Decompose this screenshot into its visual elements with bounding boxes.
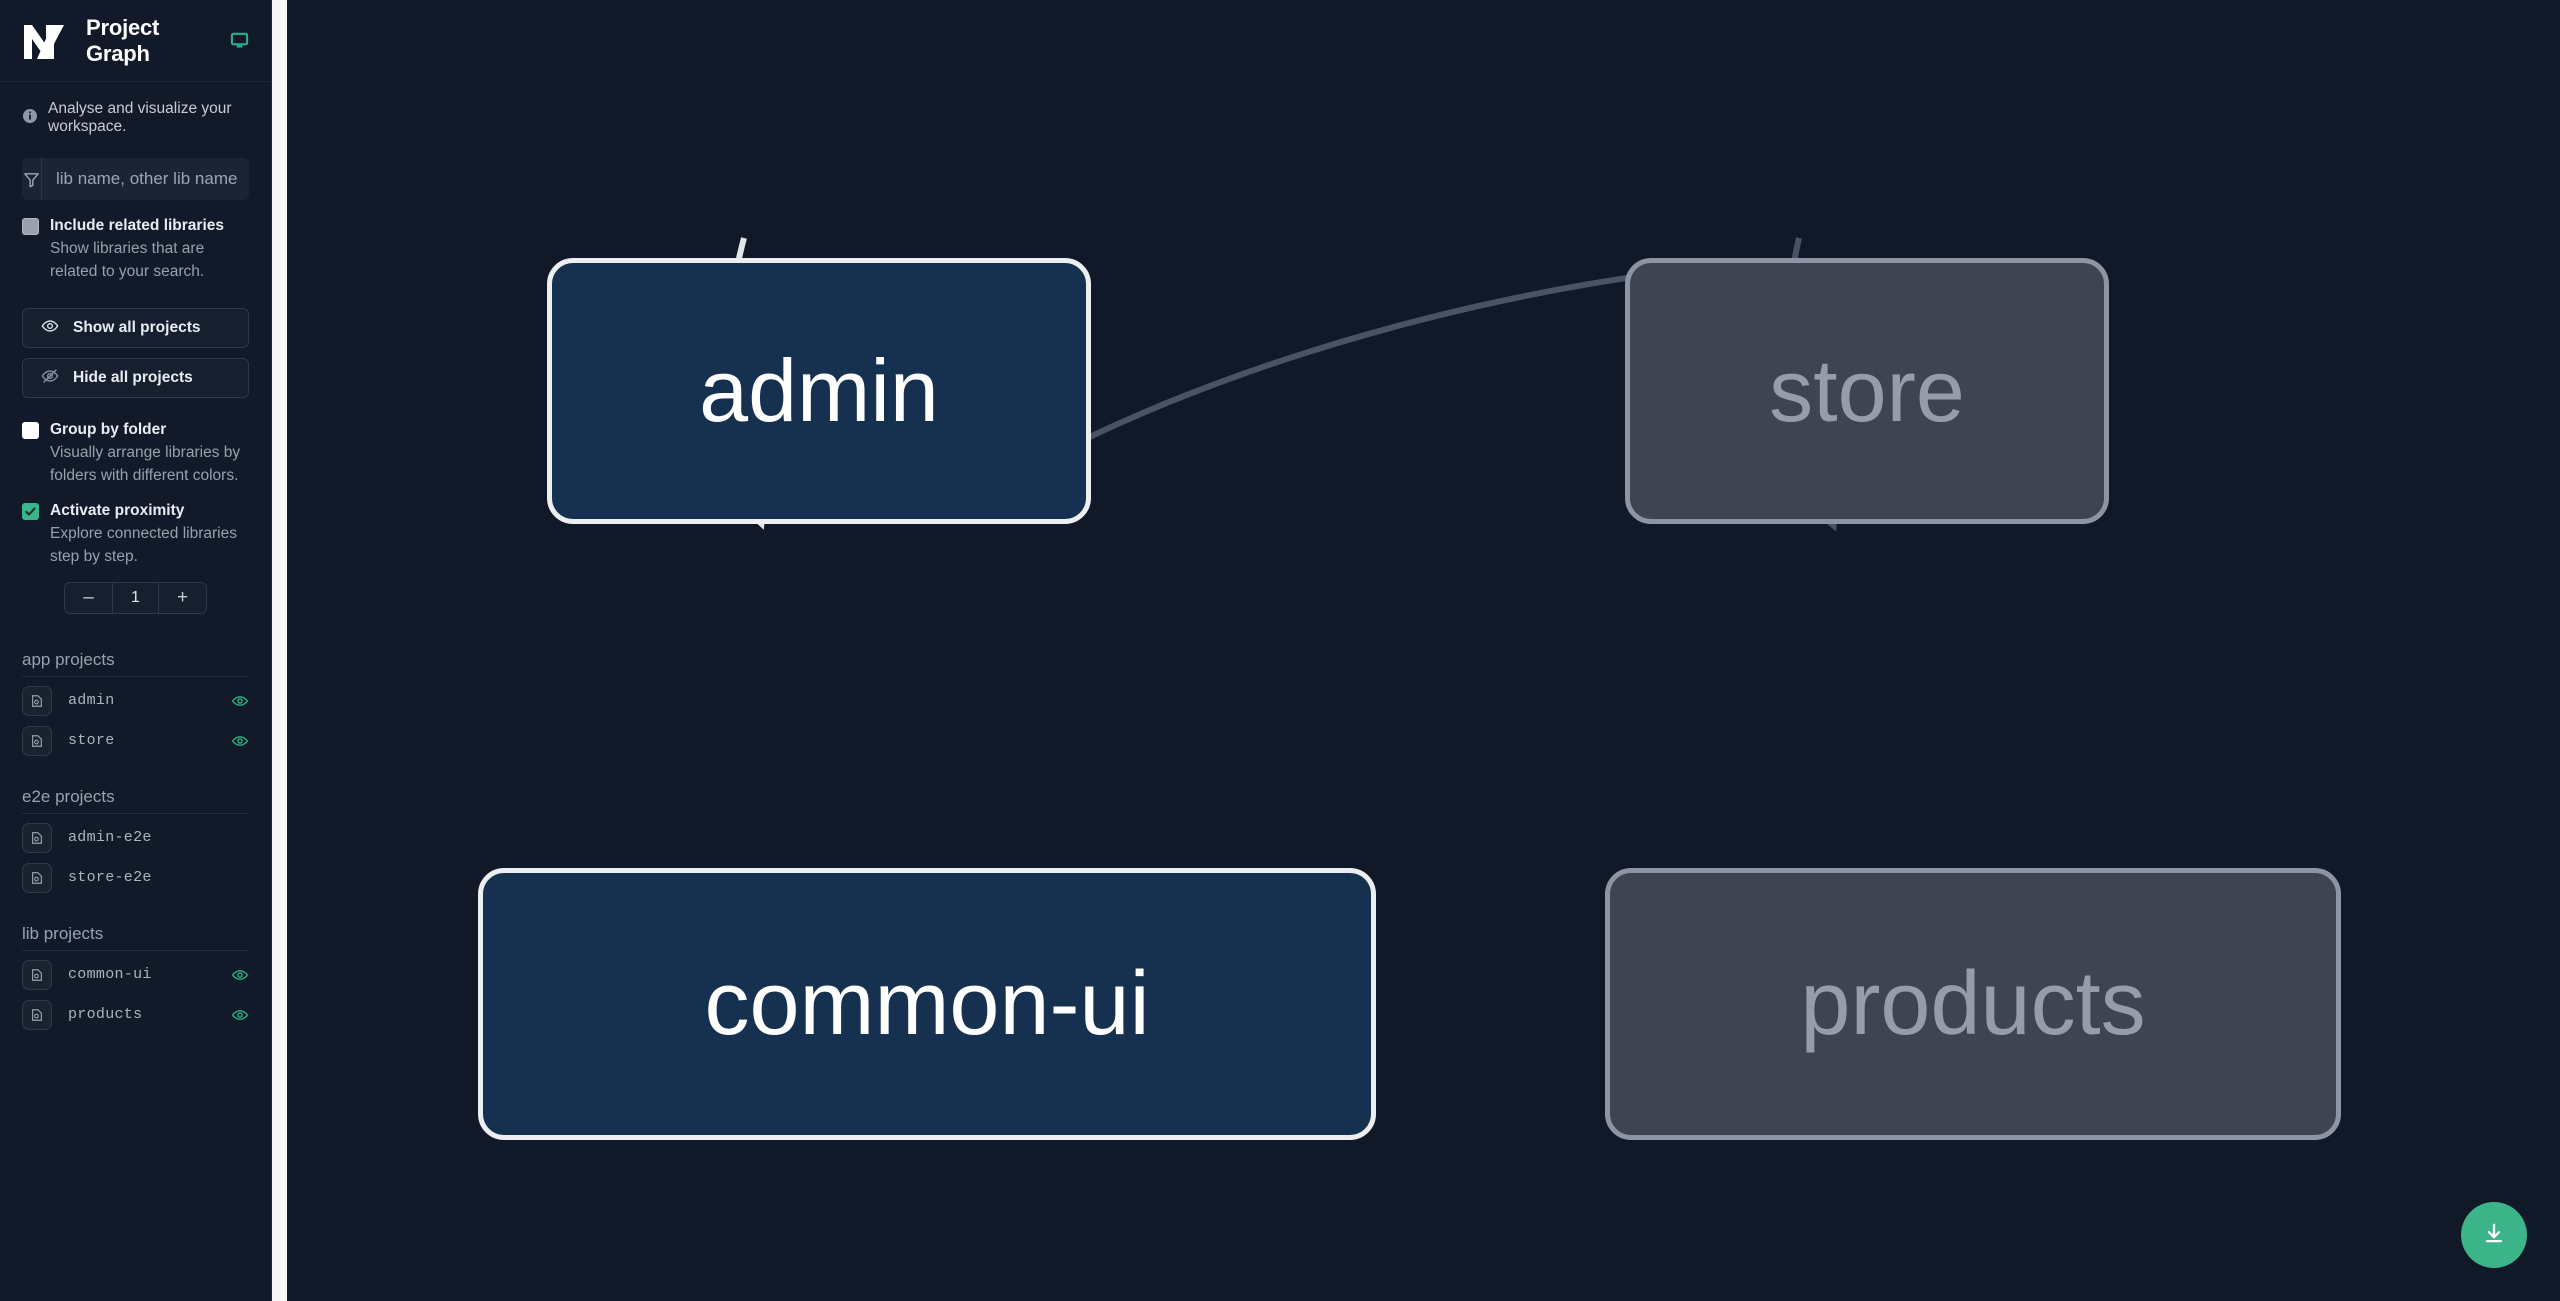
option-description: Visually arrange libraries by folders wi…: [50, 444, 241, 484]
tagline-text: Analyse and visualize your workspace.: [48, 100, 232, 135]
project-row-store[interactable]: store: [0, 721, 271, 761]
option-label: Group by folder: [50, 421, 167, 439]
monitor-icon[interactable]: [230, 31, 249, 50]
group-by-folder-checkbox[interactable]: [22, 422, 39, 440]
graph-node-label: admin: [699, 341, 939, 440]
include-related-libraries-checkbox[interactable]: [22, 218, 39, 235]
tagline-row: Analyse and visualize your workspace.: [0, 82, 271, 136]
group-title-lib-projects: lib projects: [22, 923, 104, 943]
project-visibility-icon[interactable]: [231, 1006, 249, 1024]
group-title-e2e-projects: e2e projects: [22, 786, 115, 806]
sidebar: Project Graph Analyse and visualize your…: [0, 0, 272, 1301]
project-icon: [22, 725, 52, 756]
group-title-app-projects: app projects: [22, 649, 115, 669]
project-row-products[interactable]: products: [0, 995, 271, 1035]
option-label: Activate proximity: [50, 502, 185, 520]
page-title: Project Graph: [86, 14, 160, 66]
project-name: admin-e2e: [68, 829, 152, 847]
nx-logo: [22, 21, 68, 61]
graph-node-label: common-ui: [704, 954, 1150, 1054]
project-icon: [22, 685, 52, 716]
project-icon: [22, 862, 52, 893]
project-name: store-e2e: [68, 869, 152, 887]
project-name: products: [68, 1006, 143, 1024]
divider: [22, 949, 249, 951]
project-row-admin-e2e[interactable]: admin-e2e: [0, 818, 271, 858]
proximity-stepper: – 1 +: [22, 581, 249, 614]
activate-proximity-checkbox[interactable]: [22, 503, 39, 521]
hide-all-projects-label: Hide all projects: [73, 369, 193, 387]
graph-node-products[interactable]: products: [1605, 868, 2341, 1140]
graph-node-store[interactable]: store: [1625, 258, 2109, 524]
eye-off-icon: [41, 367, 59, 390]
graph-node-label: store: [1769, 341, 1965, 440]
project-visibility-icon[interactable]: [231, 692, 249, 710]
project-icon: [22, 999, 52, 1030]
proximity-increment-button[interactable]: +: [159, 582, 206, 613]
divider: [22, 812, 249, 814]
search-input[interactable]: [42, 158, 249, 200]
project-icon: [22, 822, 52, 853]
graph-canvas[interactable]: admin store common-ui products: [287, 0, 2560, 1301]
project-name: store: [68, 732, 115, 750]
filter-icon[interactable]: [22, 158, 42, 200]
project-visibility-icon[interactable]: [231, 966, 249, 984]
eye-icon: [41, 317, 59, 340]
option-label: Include related libraries: [50, 217, 225, 234]
graph-node-label: products: [1800, 954, 2146, 1054]
sidebar-scrollbar[interactable]: [272, 0, 287, 1301]
proximity-value: 1: [112, 582, 159, 613]
project-row-common-ui[interactable]: common-ui: [0, 955, 271, 995]
show-all-projects-button[interactable]: Show all projects: [22, 308, 249, 349]
project-name: common-ui: [68, 966, 152, 984]
download-icon: [2481, 1221, 2507, 1250]
option-group-by-folder[interactable]: Group by folder Visually arrange librari…: [0, 398, 271, 487]
option-include-related-libraries[interactable]: Include related libraries Show libraries…: [0, 200, 271, 283]
info-icon: [22, 108, 38, 129]
graph-node-common-ui[interactable]: common-ui: [478, 868, 1376, 1140]
project-row-admin[interactable]: admin: [0, 681, 271, 721]
option-description: Show libraries that are related to your …: [50, 239, 205, 280]
option-description: Explore connected libraries step by step…: [50, 525, 237, 565]
project-list: app projects admin: [0, 614, 271, 1301]
project-icon: [22, 959, 52, 990]
project-name: admin: [68, 692, 115, 710]
show-all-projects-label: Show all projects: [73, 319, 201, 337]
project-row-store-e2e[interactable]: store-e2e: [0, 858, 271, 898]
graph-node-admin[interactable]: admin: [547, 258, 1091, 524]
project-visibility-icon[interactable]: [231, 732, 249, 750]
search-bar: [22, 158, 249, 200]
proximity-decrement-button[interactable]: –: [65, 582, 112, 613]
option-activate-proximity[interactable]: Activate proximity Explore connected lib…: [0, 487, 271, 568]
download-button[interactable]: [2461, 1202, 2527, 1268]
sidebar-header: Project Graph: [0, 0, 271, 82]
hide-all-projects-button[interactable]: Hide all projects: [22, 358, 249, 399]
divider: [22, 675, 249, 677]
